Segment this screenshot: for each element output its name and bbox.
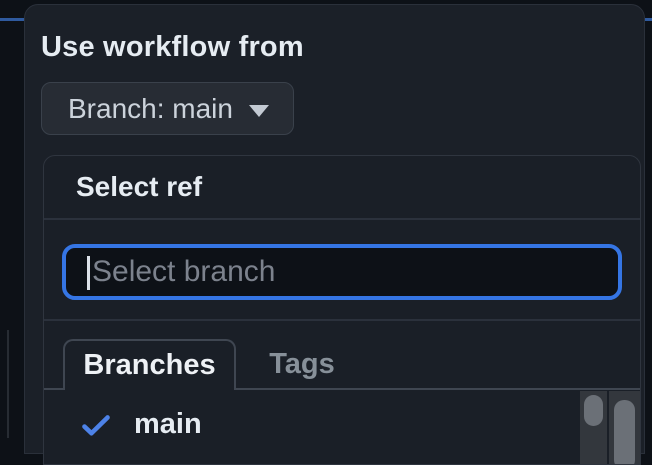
tab-branches[interactable]: Branches [63,339,236,390]
panel-divider-top [44,218,640,220]
select-ref-panel: Select ref Branches Tags main [43,155,641,465]
dialog-title: Use workflow from [41,31,304,63]
tab-branches-label: Branches [83,349,216,381]
select-ref-title: Select ref [76,171,203,202]
tab-tags-label: Tags [269,348,335,380]
check-icon [82,415,110,436]
tab-tags[interactable]: Tags [236,339,368,390]
background-left-rule [7,330,9,438]
caret-down-icon [248,104,269,117]
tab-row-rule-left [44,388,63,390]
branch-item-label: main [134,408,202,440]
list-scrollbar-thumb[interactable] [584,395,603,426]
workflow-run-page: { "background": { "accent_line_color": "… [0,4,652,465]
branch-selector-label: Branch: main [68,92,233,124]
branch-list-item-main[interactable]: main [44,390,640,464]
tab-row-rule-right [236,388,640,390]
panel-divider-middle [44,319,640,321]
panel-scrollbar-thumb[interactable] [614,400,635,464]
use-workflow-dialog: Use workflow from Branch: main Select re… [24,4,645,465]
text-cursor [87,256,90,290]
select-branch-input[interactable] [62,244,622,300]
branch-selector-button[interactable]: Branch: main [41,82,294,135]
